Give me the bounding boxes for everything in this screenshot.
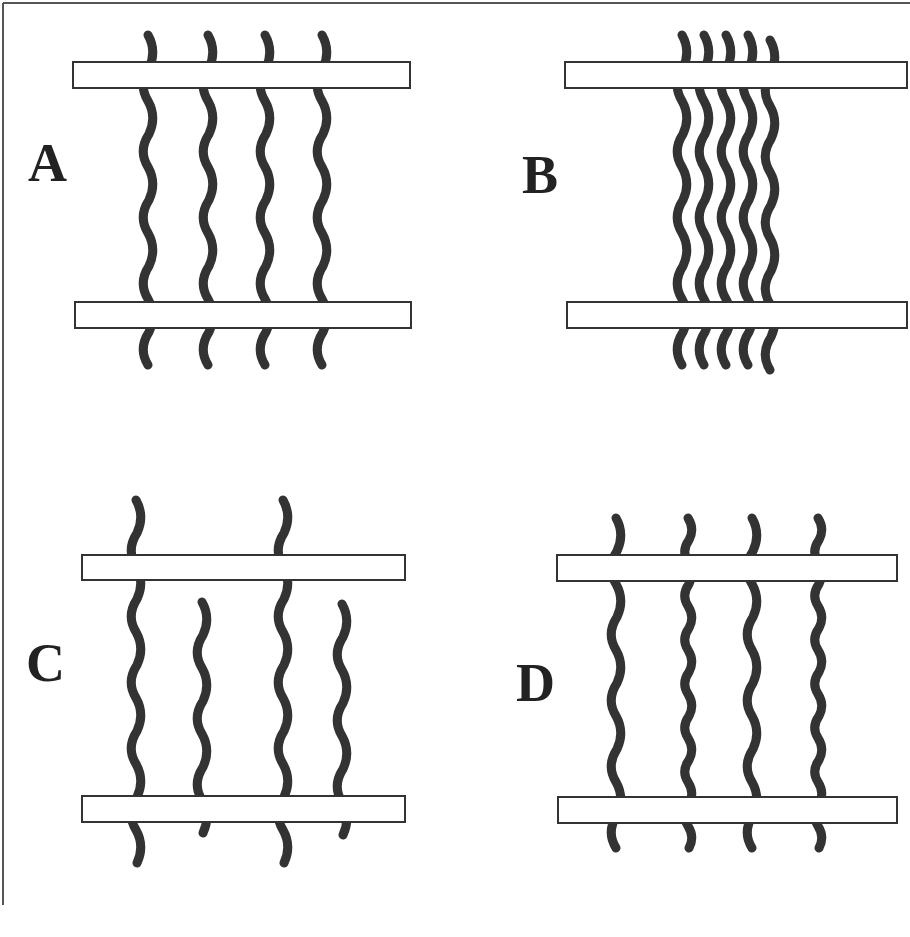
plate-bar — [82, 555, 405, 580]
plate-bar — [558, 797, 897, 823]
plate-bar — [73, 62, 410, 88]
plate-bar — [82, 796, 405, 822]
panel-letter: A — [28, 136, 67, 190]
plate-bar — [557, 555, 897, 581]
panel-letter: D — [516, 656, 555, 710]
plate-bar — [565, 62, 907, 88]
plate-bar — [567, 302, 907, 328]
frame-line — [2, 3, 4, 905]
panel-letter: C — [26, 636, 65, 690]
panel-letter: B — [522, 148, 558, 202]
frame-line — [3, 2, 910, 4]
plate-bar — [75, 302, 411, 328]
